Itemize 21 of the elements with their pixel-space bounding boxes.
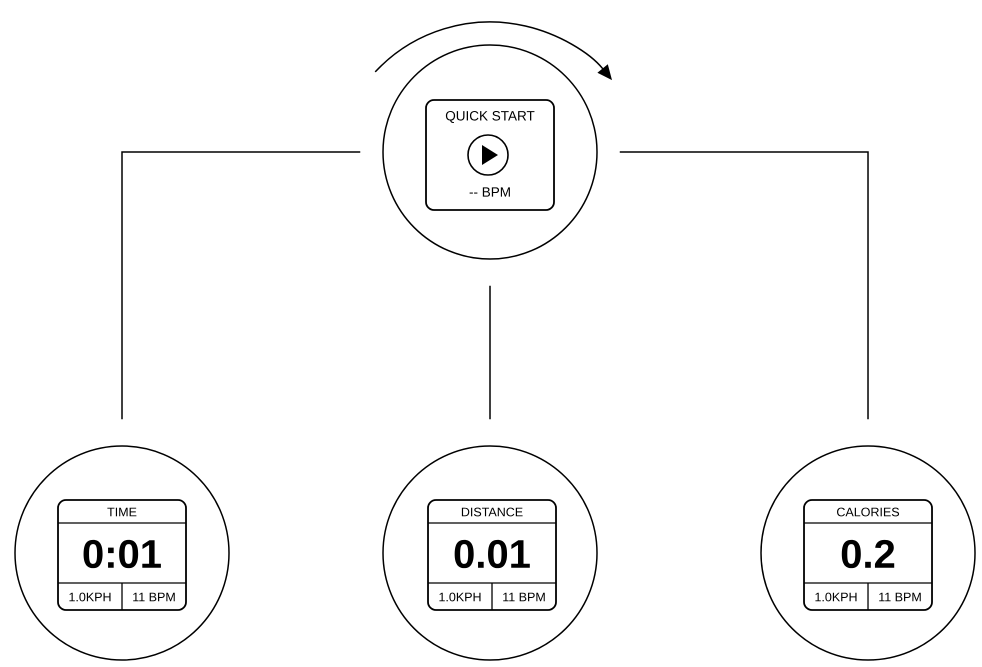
connector-line — [121, 151, 360, 420]
heart-rate-reading: 11 BPM — [133, 592, 175, 602]
dial-circle — [382, 44, 598, 260]
dial-circle — [382, 445, 598, 661]
readout-value: 0.2 — [842, 540, 894, 568]
dial-circle — [760, 445, 976, 661]
heart-rate-reading: 11 BPM — [879, 592, 921, 602]
dial-circle — [14, 445, 230, 661]
speed-reading: 1.0KPH — [815, 592, 857, 602]
connector-line — [489, 286, 491, 420]
readout-value: 0:01 — [84, 540, 161, 568]
speed-reading: 1.0KPH — [69, 592, 111, 602]
connector-line — [620, 151, 869, 420]
heart-rate-reading: 11 BPM — [503, 592, 545, 602]
panel-heading: TIME — [107, 508, 136, 516]
speed-reading: 1.0KPH — [439, 592, 481, 602]
readout-value: 0.01 — [454, 540, 530, 568]
panel-heading: CALORIES — [837, 508, 900, 516]
panel-heading: QUICK START — [446, 111, 534, 123]
heart-rate-reading: -- BPM — [470, 187, 510, 197]
panel-heading: DISTANCE — [462, 508, 523, 516]
